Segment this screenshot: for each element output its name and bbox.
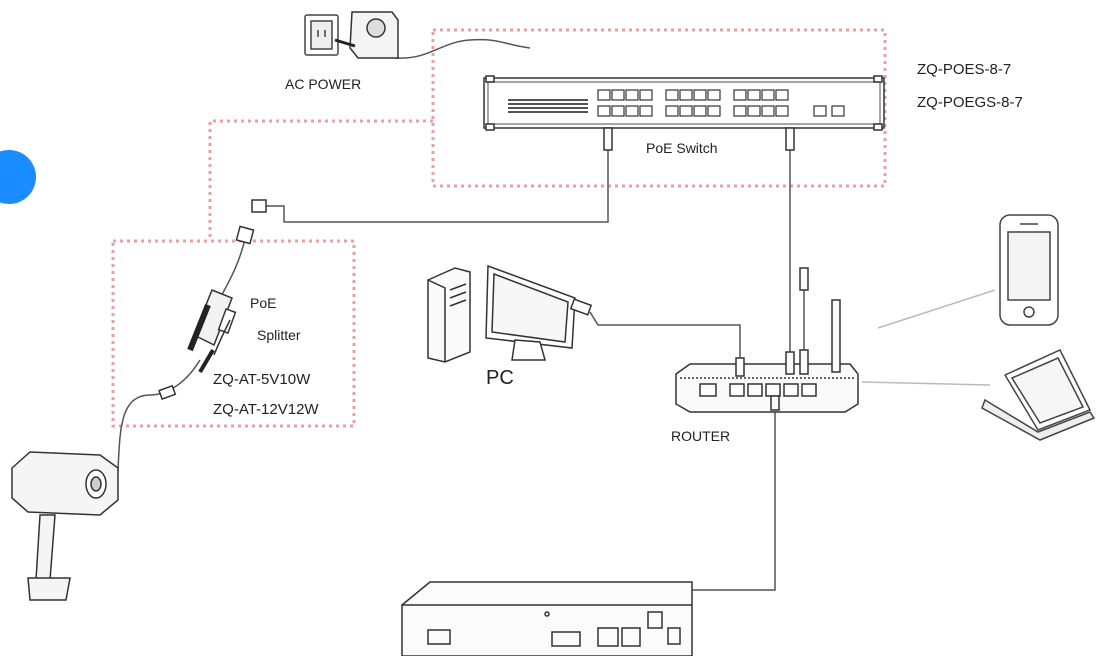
ac-power-label: AC POWER — [285, 76, 362, 92]
pc-tower-icon — [427, 267, 471, 363]
splitter-label: Splitter — [257, 327, 301, 343]
dashed-connector — [208, 119, 433, 241]
poe-splitter-icon — [158, 199, 267, 401]
splitter-model-label-2: ZQ-AT-12V12W — [213, 401, 319, 418]
poe-switch-icon — [483, 75, 885, 151]
router-icon — [675, 267, 859, 413]
smartphone-icon — [999, 214, 1059, 326]
laptop-icon — [981, 349, 1096, 441]
monitor-icon — [485, 264, 593, 361]
poe-switch-label: PoE Switch — [646, 140, 718, 156]
router-label: ROUTER — [671, 428, 731, 444]
ip-camera-icon — [11, 451, 119, 601]
dashed-box-switch — [431, 28, 887, 188]
splitter-model-label-1: ZQ-AT-5V10W — [213, 371, 311, 388]
switch-model-label-2: ZQ-POEGS-8-7 — [917, 94, 1023, 111]
dashed-box-splitter — [111, 239, 356, 428]
switch-model-label-1: ZQ-POES-8-7 — [917, 61, 1012, 78]
poe-label: PoE — [250, 295, 277, 311]
wall-outlet-icon — [304, 14, 339, 56]
power-adapter-icon — [334, 11, 399, 59]
nvr-icon — [401, 581, 693, 656]
pc-label: PC — [486, 367, 514, 389]
